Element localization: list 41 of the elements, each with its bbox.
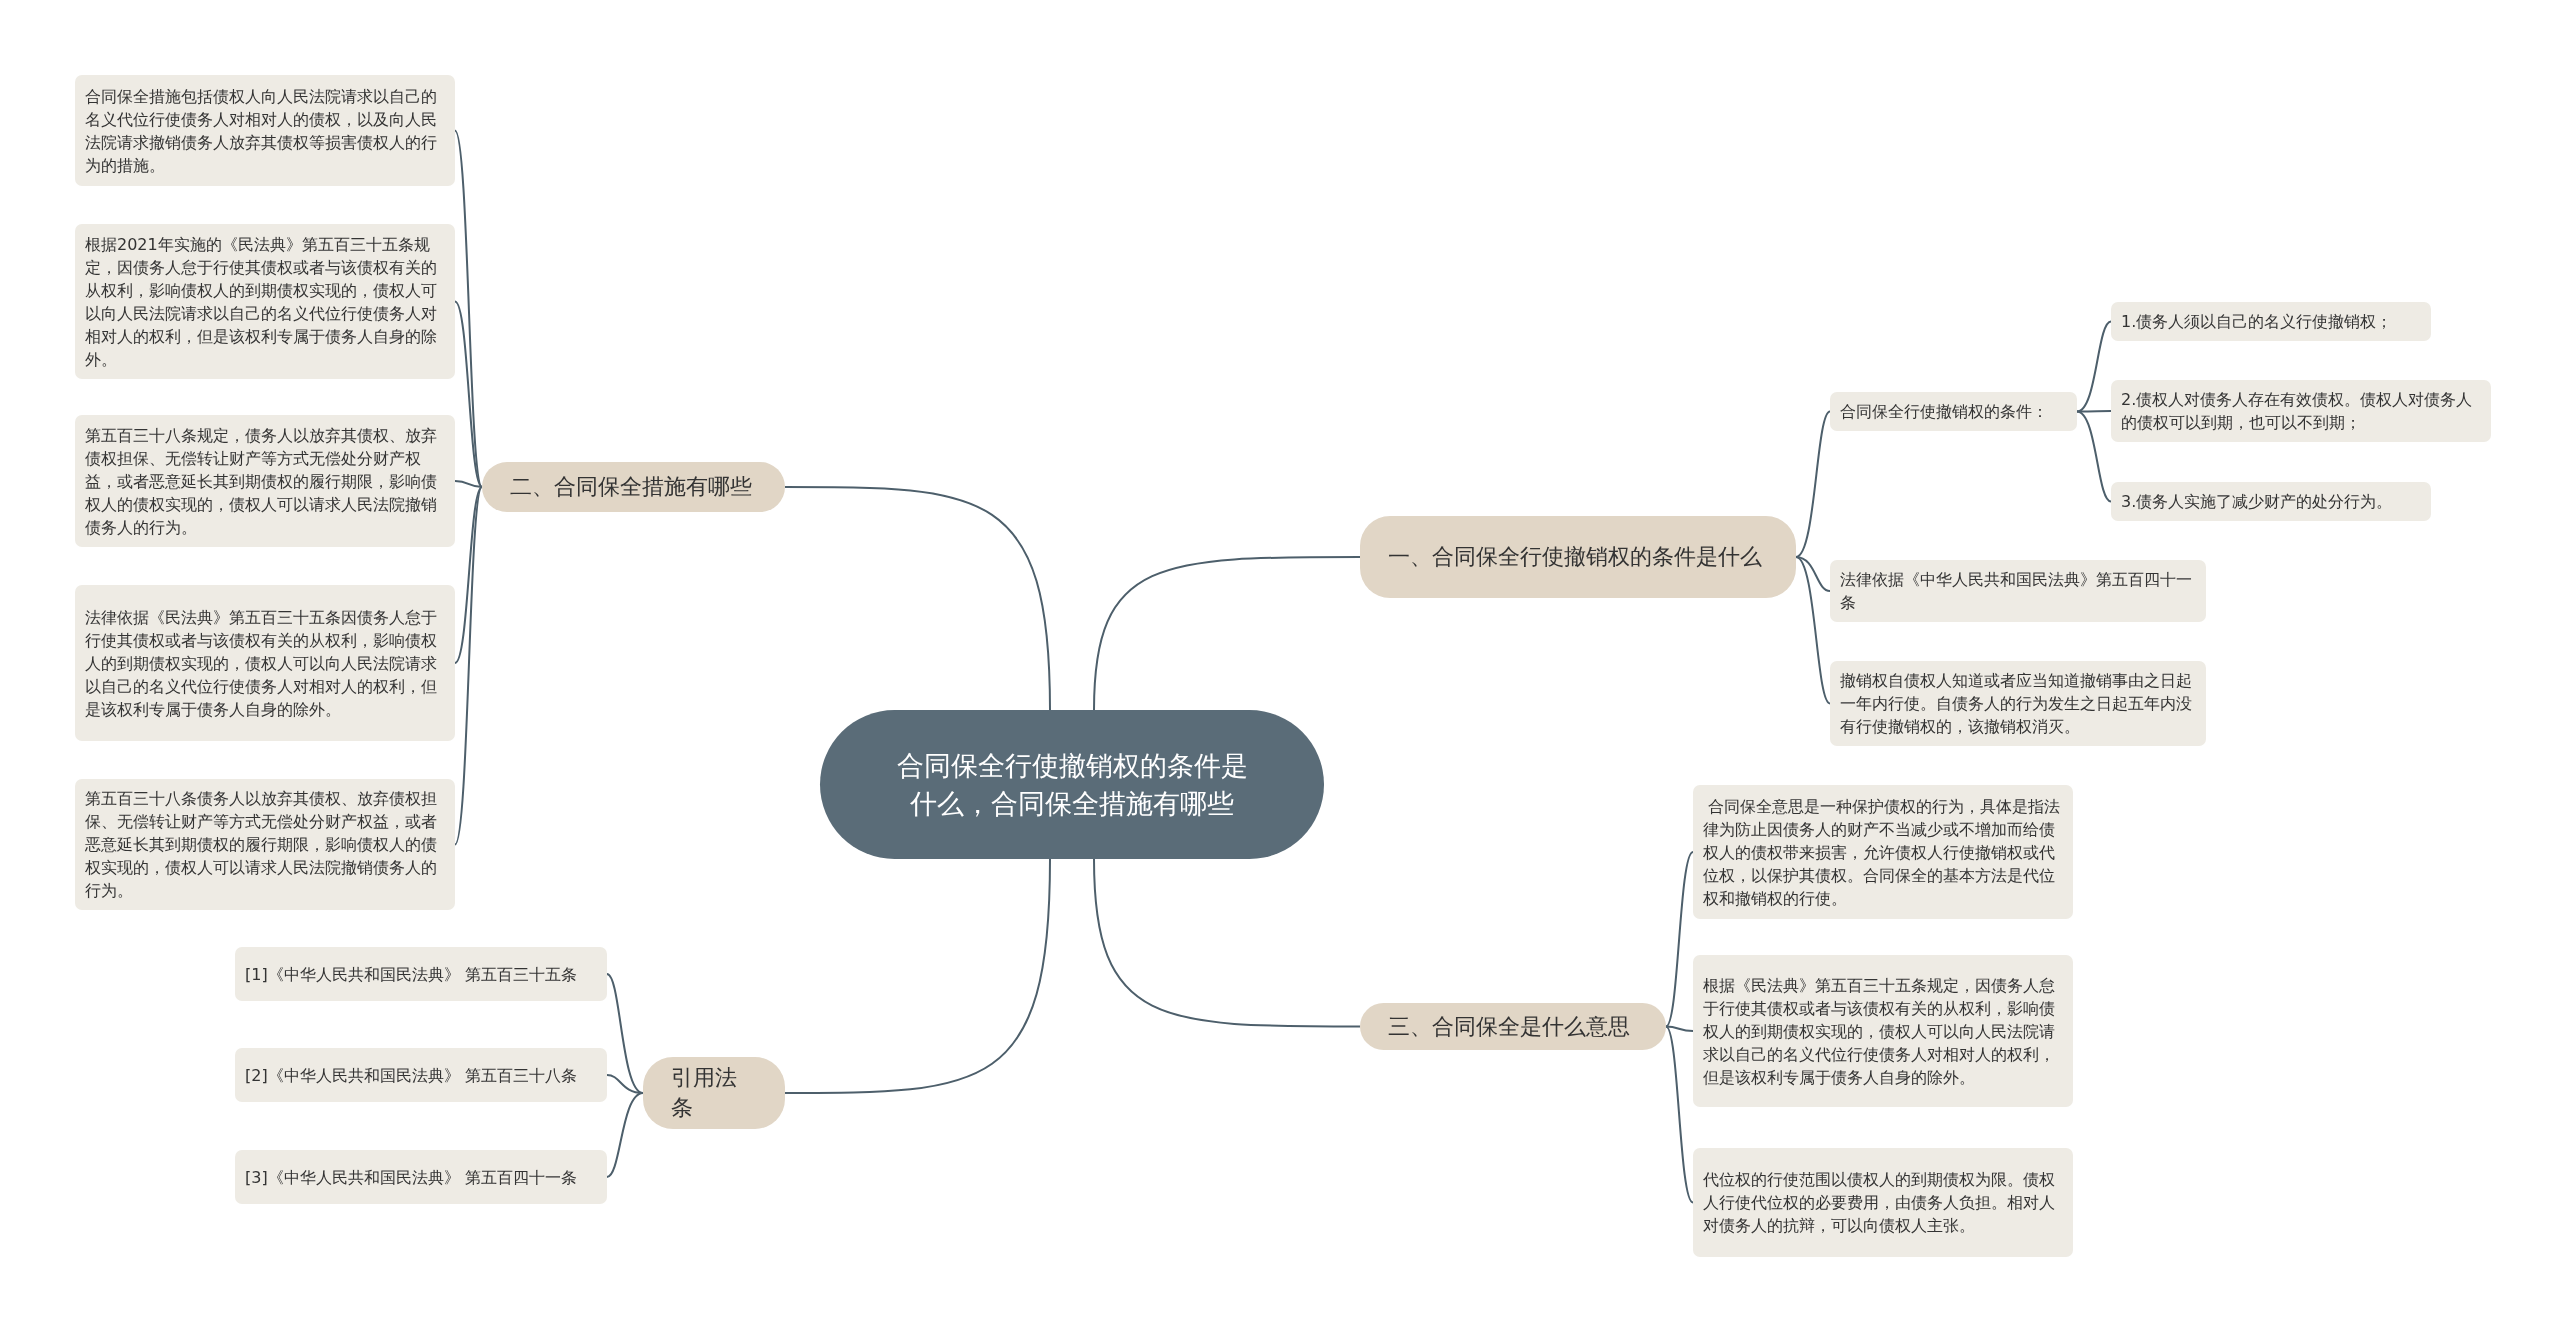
connector-line: [784, 858, 1051, 1094]
central-topic: 合同保全行使撤销权的条件是什么，合同保全措施有哪些: [820, 710, 1324, 859]
connector-line: [454, 486, 483, 846]
connector-line: [1795, 556, 1831, 705]
connector-line: [1093, 858, 1361, 1028]
note-card: 1.债务人须以自己的名义行使撤销权；: [2111, 302, 2431, 341]
connector-line: [1795, 410, 1831, 558]
note-card: 根据2021年实施的《民法典》第五百三十五条规定，因债务人怠于行使其债权或者与该债权有关的从权利，影响债权人的到期债权实现的，债权人可以向人民法院请求以自己的名义代位行使债务人对相对人的权利，但是该权利专属于债务人自身的除外。: [75, 224, 455, 379]
note-card: 合同保全措施包括债权人向人民法院请求以自己的名义代位行使债务人对相对人的债权，以及向人民法院请求撤销债务人放弃其债权等损害债权人的行为的措施。: [75, 75, 455, 186]
note-card: 合同保全意思是一种保护债权的行为，具体是指法律为防止因债务人的财产不当减少或不增加而给债权人的债权带来损害，允许债权人行使撤销权或代位权，以保护其债权。合同保全的基本方法是代位权和撤销权的行使。: [1693, 785, 2073, 919]
connector-line: [454, 480, 483, 488]
note-card: 代位权的行使范围以债权人的到期债权为限。债权人行使代位权的必要费用，由债务人负担。相对人对债务人的抗辩，可以向债权人主张。: [1693, 1148, 2073, 1257]
connector-line: [1093, 556, 1361, 711]
note-card: 2.债权人对债务人存在有效债权。债权人对债务人的债权可以到期，也可以不到期；: [2111, 380, 2491, 442]
note-card: 3.债务人实施了减少财产的处分行为。: [2111, 482, 2431, 521]
note-card: [3]《中华人民共和国民法典》 第五百四十一条: [235, 1150, 607, 1204]
note-card: 根据《民法典》第五百三十五条规定，因债务人怠于行使其债权或者与该债权有关的从权利，影响债权人的到期债权实现的，债权人可以向人民法院请求以自己的名义代位行使债务人对相对人的权利，但是该权利专属于债务人自身的除外。: [1693, 955, 2073, 1107]
note-card: 第五百三十八条债务人以放弃其债权、放弃债权担保、无偿转让财产等方式无偿处分财产权益，或者恶意延长其到期债权的履行期限，影响债权人的债权实现的，债权人可以请求人民法院撤销债务人的行为。: [75, 779, 455, 910]
connector-line: [606, 973, 644, 1094]
branch-topic: 三、合同保全是什么意思: [1360, 1003, 1666, 1050]
note-card: 撤销权自债权人知道或者应当知道撤销事由之日起一年内行使。自债务人的行为发生之日起五年内没有行使撤销权的，该撤销权消灭。: [1830, 661, 2206, 746]
connector-line: [1665, 1025, 1694, 1032]
branch-topic: 二、合同保全措施有哪些: [482, 462, 785, 512]
note-card: 合同保全行使撤销权的条件：: [1830, 392, 2077, 431]
branch-topic: 引用法条: [643, 1057, 785, 1129]
note-card: 法律依据《民法典》第五百三十五条因债务人怠于行使其债权或者与该债权有关的从权利，影响债权人的到期债权实现的，债权人可以向人民法院请求以自己的名义代位行使债务人对相对人的权利，但是该权利专属于债务人自身的除外。: [75, 585, 455, 741]
connector-line: [1665, 1025, 1694, 1204]
connector-line: [2076, 410, 2112, 413]
connector-line: [454, 300, 483, 488]
branch-topic: 一、合同保全行使撤销权的条件是什么: [1360, 516, 1796, 598]
connector-line: [454, 129, 483, 488]
connector-line: [606, 1092, 644, 1178]
connector-line: [2076, 410, 2112, 503]
note-card: 法律依据《中华人民共和国民法典》第五百四十一条: [1830, 560, 2206, 622]
connector-line: [1665, 851, 1694, 1028]
connector-line: [784, 486, 1051, 711]
note-card: [2]《中华人民共和国民法典》 第五百三十八条: [235, 1048, 607, 1102]
connector-line: [454, 486, 483, 664]
note-card: 第五百三十八条规定，债务人以放弃其债权、放弃债权担保、无偿转让财产等方式无偿处分财产权益，或者恶意延长其到期债权的履行期限，影响债权人的债权实现的，债权人可以请求人民法院撤销债务人的行为。: [75, 415, 455, 547]
note-card: [1]《中华人民共和国民法典》 第五百三十五条: [235, 947, 607, 1001]
connector-line: [1795, 556, 1831, 592]
